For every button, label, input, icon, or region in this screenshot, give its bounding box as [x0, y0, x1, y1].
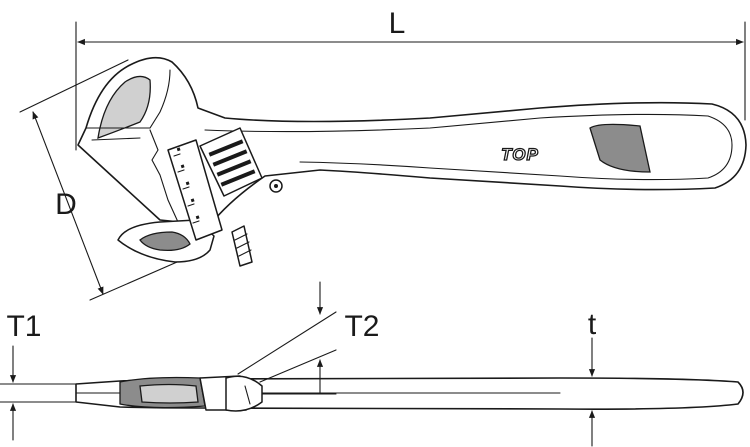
jaw-thickness-dimension: T1	[0, 310, 77, 441]
wrench-top-view: TOP	[77, 56, 747, 267]
head-thickness-label: T2	[344, 310, 379, 343]
brand-logo: TOP	[501, 145, 539, 164]
handle-thickness-label: t	[588, 308, 597, 341]
jaw-capacity-dimension: D	[19, 59, 201, 301]
jaw-thickness-label: T1	[6, 310, 41, 343]
wrench-side-view	[75, 375, 744, 412]
length-label: L	[389, 7, 406, 40]
handle-thickness-dimension: t	[588, 308, 597, 447]
jaw-capacity-label: D	[55, 188, 77, 221]
head-thickness-dimension: T2	[237, 281, 380, 395]
